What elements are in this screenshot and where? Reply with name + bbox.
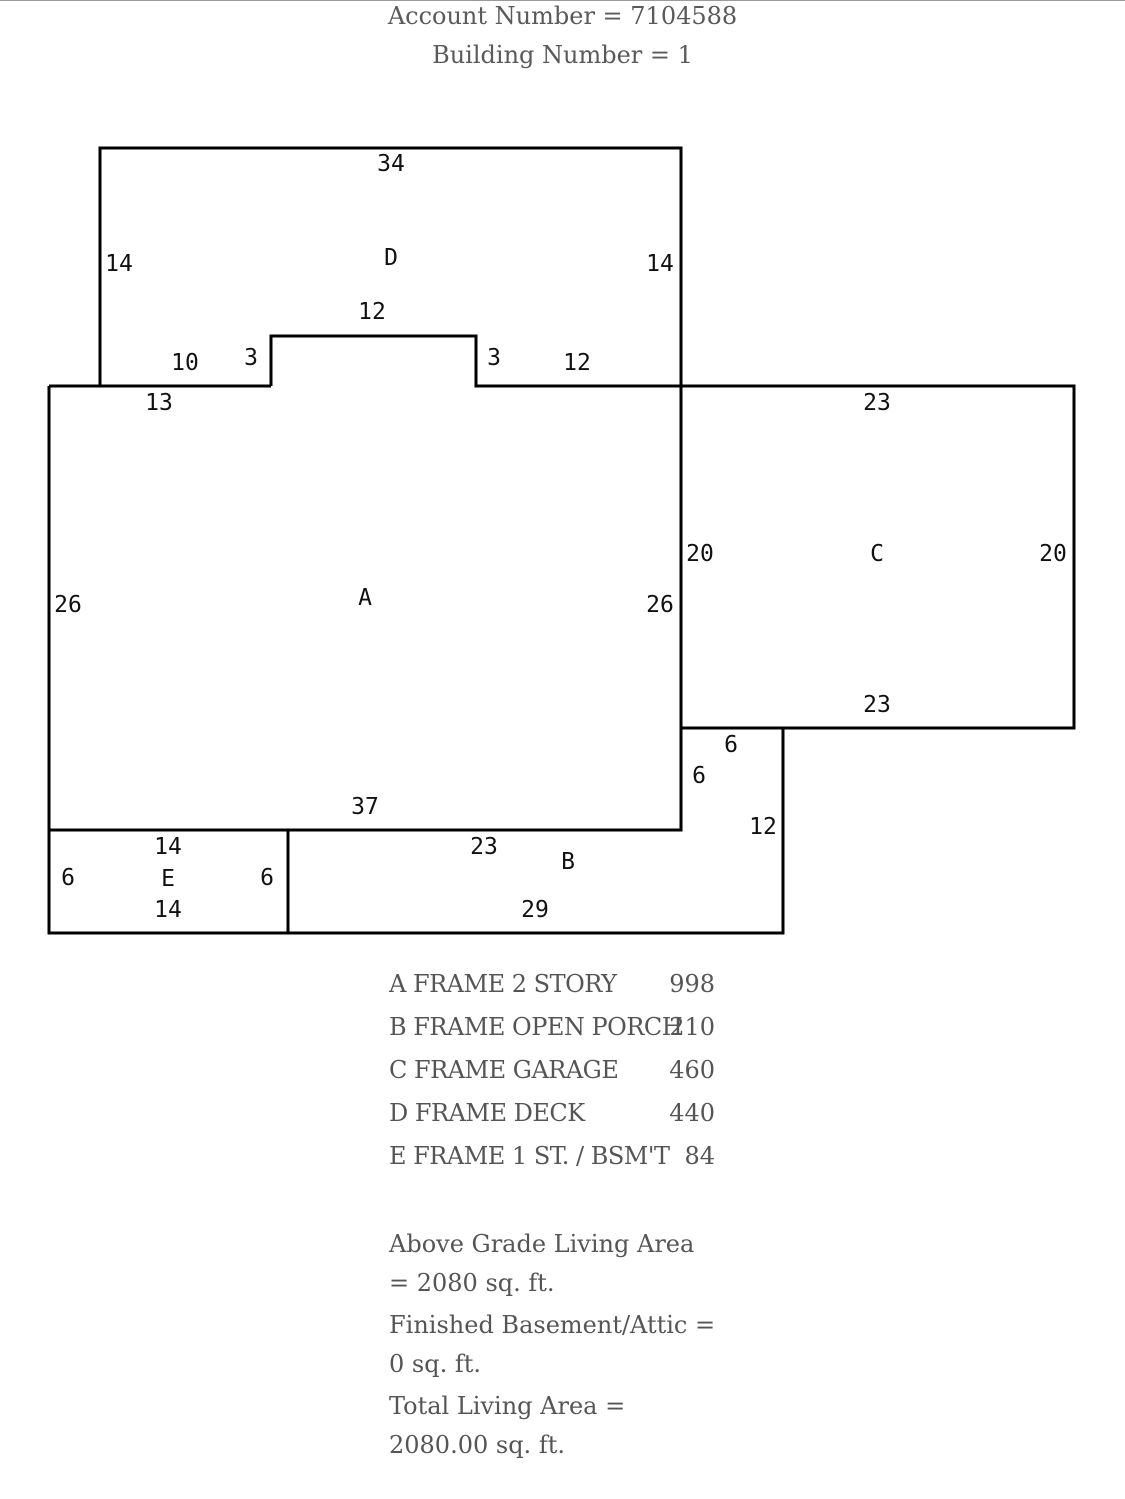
area-label: A FRAME 2 STORY [389, 970, 617, 998]
dim-label: 3 [487, 345, 501, 371]
building-number: Building Number = 1 [432, 41, 693, 69]
dim-label: 14 [105, 251, 133, 277]
account-number: Account Number = 7104588 [387, 2, 738, 30]
dim-label: 23 [863, 390, 891, 416]
dim-label: 37 [351, 794, 379, 820]
dim-label: 29 [521, 897, 549, 923]
area-label: D FRAME DECK [389, 1099, 585, 1127]
section-label-e: E [161, 866, 175, 892]
dim-label: 10 [171, 350, 199, 376]
dim-label: 6 [692, 763, 706, 789]
dim-label: 14 [154, 834, 182, 860]
dim-label: 12 [749, 814, 777, 840]
dim-label: 26 [54, 592, 82, 618]
area-row: D FRAME DECK 440 [389, 1099, 729, 1142]
finished-basement-attic: Finished Basement/Attic = 0 sq. ft. [389, 1311, 716, 1378]
dim-label: 20 [686, 541, 714, 567]
dim-label: 23 [470, 834, 498, 860]
dim-label: 34 [377, 151, 405, 177]
section-a-outline [47, 384, 683, 832]
area-label: C FRAME GARAGE [389, 1056, 619, 1084]
floor-plan-sketch: D A C B E 34 14 14 12 10 3 3 12 13 26 26… [47, 146, 1076, 935]
area-value: 460 [669, 1056, 715, 1084]
area-value: 84 [684, 1142, 715, 1170]
area-value: 998 [669, 970, 715, 998]
section-label-a: A [358, 585, 372, 611]
area-label: E FRAME 1 ST. / BSM'T [389, 1142, 670, 1170]
total-living-area: Total Living Area = 2080.00 sq. ft. [389, 1392, 626, 1459]
area-row: B FRAME OPEN PORCH 210 [389, 1013, 729, 1056]
dim-label: 26 [646, 592, 674, 618]
section-label-c: C [870, 541, 884, 567]
dim-label: 23 [863, 692, 891, 718]
area-label: B FRAME OPEN PORCH [389, 1013, 683, 1041]
area-row: A FRAME 2 STORY 998 [389, 970, 729, 1013]
dim-label: 12 [563, 350, 591, 376]
dim-label: 3 [244, 345, 258, 371]
dim-label: 13 [145, 390, 173, 416]
area-row: C FRAME GARAGE 460 [389, 1056, 729, 1099]
area-value: 440 [669, 1099, 715, 1127]
section-label-b: B [561, 849, 575, 875]
top-divider [0, 0, 1125, 1]
dim-label: 12 [358, 299, 386, 325]
area-table: A FRAME 2 STORY 998 B FRAME OPEN PORCH 2… [389, 970, 729, 1185]
area-value: 210 [669, 1013, 715, 1041]
dim-label: 20 [1039, 541, 1067, 567]
area-row: E FRAME 1 ST. / BSM'T 84 [389, 1142, 729, 1185]
above-grade-living-area: Above Grade Living Area = 2080 sq. ft. [389, 1230, 695, 1297]
dim-label: 14 [646, 251, 674, 277]
section-c-outline [681, 384, 1076, 730]
dim-label: 6 [61, 865, 75, 891]
section-label-d: D [384, 245, 398, 271]
dim-label: 6 [260, 865, 274, 891]
dim-label: 14 [154, 897, 182, 923]
section-e-outline [47, 830, 288, 935]
living-area-summary: Above Grade Living Area = 2080 sq. ft. F… [389, 1225, 719, 1468]
section-b-outline [286, 726, 785, 935]
dim-label: 6 [724, 732, 738, 758]
